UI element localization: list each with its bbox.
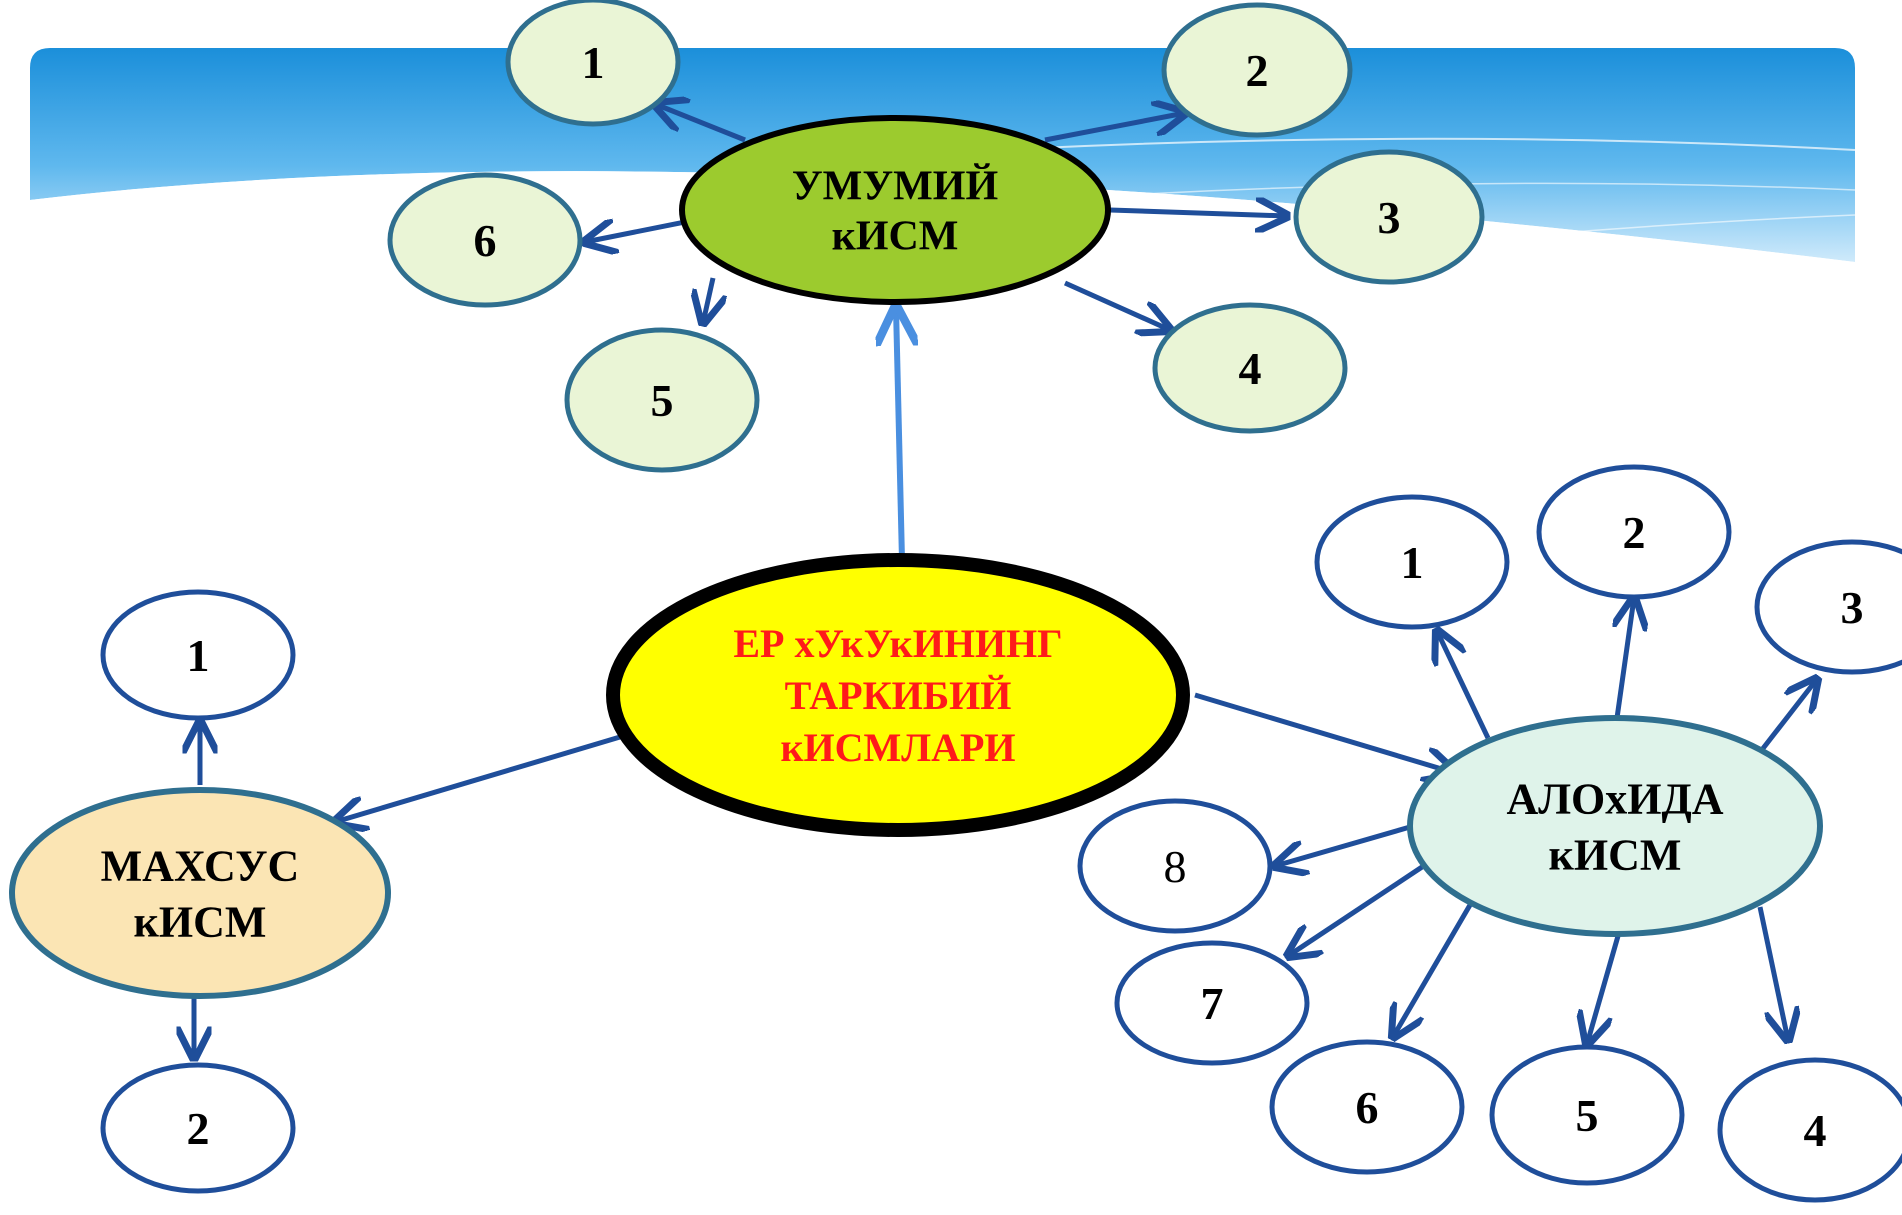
diagram-nodes: ЕР хУкУкИНИНГТАРКИБИЙкИСМЛАРИУМУМИЙкИСММ… xyxy=(9,0,1902,1203)
general-child-2-label: 2 xyxy=(1246,45,1269,96)
separate-child-7-shape xyxy=(1114,940,1310,1066)
arrow-separate-4 xyxy=(1757,906,1788,1040)
separate-child-2: 2 xyxy=(1536,464,1732,600)
general-node-label-2: кИСМ xyxy=(832,214,959,260)
general-child-4-shape xyxy=(1152,302,1348,434)
special-child-1-shape xyxy=(100,589,296,721)
separate-child-5-label: 5 xyxy=(1576,1090,1599,1141)
arrow-separate-3 xyxy=(1759,679,1817,753)
special-child-1: 1 xyxy=(100,589,296,721)
separate-child-1: 1 xyxy=(1314,494,1510,630)
general-child-5-shape xyxy=(564,327,760,473)
separate-child-7-label: 7 xyxy=(1201,978,1224,1029)
special-child-2-shape xyxy=(100,1062,296,1194)
separate-child-4-label: 4 xyxy=(1804,1105,1827,1156)
center-node: ЕР хУкУкИНИНГ ТАРКИБИЙ кИСМЛАРИ xyxy=(606,553,1190,837)
center-node-label-1: ЕР хУкУкИНИНГ xyxy=(733,621,1062,666)
separate-child-4-shape xyxy=(1717,1057,1902,1203)
separate-child-1-label: 1 xyxy=(1401,537,1424,588)
separate-node-label-1: АЛОхИДА xyxy=(1506,774,1723,823)
arrow-to-general xyxy=(896,308,902,561)
arrow-separate-2 xyxy=(1617,598,1634,719)
separate-child-2-label: 2 xyxy=(1623,507,1646,558)
arrow-to-special xyxy=(335,734,621,822)
special-node-label-2: кИСМ xyxy=(134,897,267,946)
arrow-general-6 xyxy=(703,277,713,323)
center-node-label-2: ТАРКИБИЙ xyxy=(785,673,1012,718)
separate-child-3: 3 xyxy=(1754,539,1902,675)
separate-child-4: 4 xyxy=(1717,1057,1902,1203)
general-child-4: 4 xyxy=(1152,302,1348,434)
arrow-general-3 xyxy=(1109,210,1287,216)
separate-child-6-label: 6 xyxy=(1356,1082,1379,1133)
general-child-2: 2 xyxy=(1161,2,1353,138)
arrow-separate-6 xyxy=(1393,903,1473,1037)
separate-node-shape xyxy=(1407,715,1823,937)
separate-child-2-shape xyxy=(1536,464,1732,600)
general-node-shape xyxy=(679,115,1111,305)
arrow-general-2 xyxy=(1044,113,1185,143)
general-child-3-label: 3 xyxy=(1378,192,1401,243)
connector-arrows xyxy=(194,104,1817,1058)
special-child-2: 2 xyxy=(100,1062,296,1194)
separate-child-8-shape xyxy=(1077,798,1273,934)
general-child-3: 3 xyxy=(1293,149,1485,285)
separate-child-6-shape xyxy=(1269,1039,1465,1175)
arrow-separate-8 xyxy=(1275,824,1411,866)
separate-child-5: 5 xyxy=(1489,1044,1685,1186)
separate-child-8: 8 xyxy=(1077,798,1273,934)
arrow-general-1 xyxy=(655,104,746,143)
special-child-1-label: 1 xyxy=(187,630,210,681)
arrow-to-separate xyxy=(1194,692,1455,773)
general-child-6-label: 6 xyxy=(474,215,497,266)
general-node-label-1: УМУМИЙ xyxy=(792,164,998,210)
special-node-shape xyxy=(9,787,391,999)
arrow-general-4 xyxy=(1063,280,1170,330)
general-child-5-label: 5 xyxy=(651,375,674,426)
arrow-separate-1 xyxy=(1437,631,1491,740)
general-child-3-shape xyxy=(1293,149,1485,285)
separate-child-6: 6 xyxy=(1269,1039,1465,1175)
separate-child-3-label: 3 xyxy=(1841,582,1864,633)
arrow-separate-5 xyxy=(1587,935,1621,1044)
separate-child-7: 7 xyxy=(1114,940,1310,1066)
general-child-2-shape xyxy=(1161,2,1353,138)
separate-node: АЛОхИДА кИСМ xyxy=(1407,715,1823,937)
general-child-1-shape xyxy=(505,0,681,127)
arrow-separate-7 xyxy=(1288,864,1424,956)
general-child-4-label: 4 xyxy=(1239,343,1262,394)
general-child-1-label: 1 xyxy=(582,37,605,88)
general-child-5: 5 xyxy=(564,327,760,473)
separate-child-8-label: 8 xyxy=(1164,841,1187,892)
separate-child-3-shape xyxy=(1754,539,1902,675)
general-child-6-shape xyxy=(387,172,583,308)
separate-node-label-2: кИСМ xyxy=(1549,830,1682,879)
separate-child-1-shape xyxy=(1314,494,1510,630)
center-node-shape xyxy=(606,553,1190,837)
special-child-2-label: 2 xyxy=(187,1103,210,1154)
center-node-label-3: кИСМЛАРИ xyxy=(780,725,1015,770)
general-child-1: 1 xyxy=(505,0,681,127)
special-node-label-1: МАХСУС xyxy=(101,841,300,890)
separate-child-5-shape xyxy=(1489,1044,1685,1186)
special-node: МАХСУС кИСМ xyxy=(9,787,391,999)
general-child-6: 6 xyxy=(387,172,583,308)
